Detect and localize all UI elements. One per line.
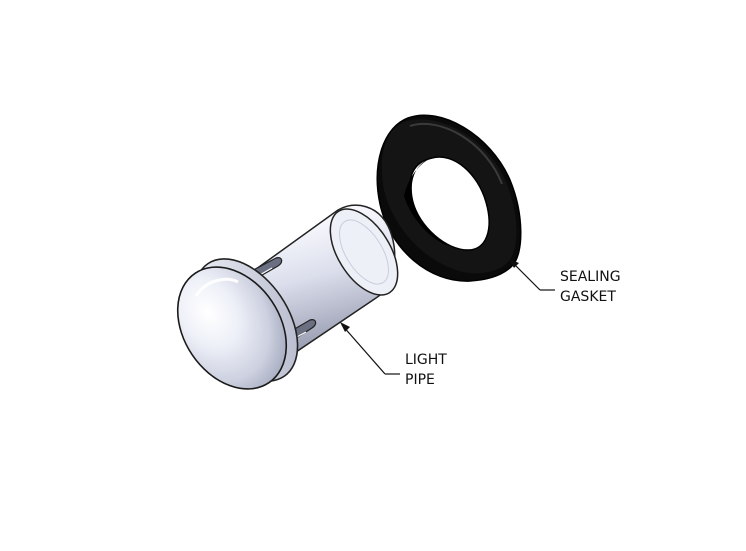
light-pipe-leader-arrow bbox=[340, 322, 350, 332]
gasket-inner-bore bbox=[404, 158, 448, 246]
gasket-face-highlight bbox=[409, 122, 503, 185]
sealing-gasket-leader-arrow bbox=[509, 259, 519, 268]
light-pipe-label-line-2: PIPE bbox=[405, 372, 435, 388]
sealing-gasket bbox=[376, 114, 522, 282]
sealing-gasket-label-line-2: GASKET bbox=[560, 289, 616, 305]
light-pipe-rear-end bbox=[329, 208, 399, 296]
light-pipe-label-line-1: LIGHT bbox=[405, 352, 447, 368]
sealing-gasket-callout: SEALING GASKET bbox=[560, 267, 621, 307]
sealing-gasket-label-line-1: SEALING bbox=[560, 269, 621, 285]
sealing-gasket-leader bbox=[509, 259, 555, 291]
light-pipe-callout: LIGHT PIPE bbox=[405, 350, 447, 390]
light-pipe-leader bbox=[340, 322, 400, 375]
light-pipe bbox=[176, 204, 399, 390]
light-pipe-dome bbox=[176, 266, 288, 390]
